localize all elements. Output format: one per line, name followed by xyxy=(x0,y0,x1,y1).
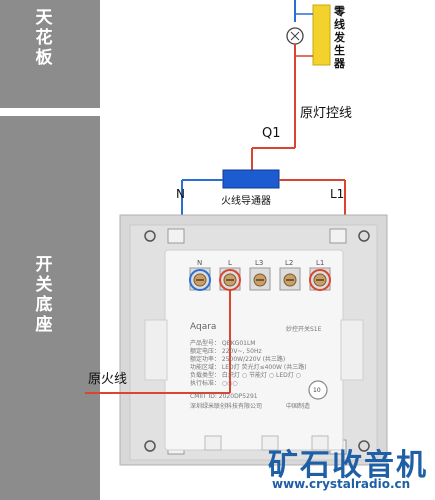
terminal-label-n: N xyxy=(197,259,203,267)
model-title: 妙控开关S1E xyxy=(286,326,322,333)
original-fire-wire-label: 原火线 xyxy=(88,372,128,387)
terminal-label-l1: L1 xyxy=(316,259,325,267)
screw-hole-bottom-left xyxy=(144,440,156,452)
fire-wire-conductor-label: 火线导通器 xyxy=(221,196,271,207)
certification-badge xyxy=(308,380,328,400)
terminal-l2 xyxy=(279,267,301,291)
zero-wire-generator-label: 零线发生器 xyxy=(334,5,345,70)
fire-wire-conductor-box xyxy=(222,169,280,189)
switch-base-section-bar xyxy=(0,116,100,500)
spec-line-1: 产品型号： QBKG01LM xyxy=(190,340,256,347)
spec-line-6: 执行标准： ○○○ xyxy=(190,380,238,387)
screw-hole-top-left xyxy=(144,230,156,242)
certification-badge-text: 10 xyxy=(313,387,321,394)
brand-logo: Aqara xyxy=(190,322,217,332)
spec-line-7: CMIIT ID: 2020DP5291 xyxy=(190,393,258,400)
q1-label: Q1 xyxy=(262,126,281,141)
ceiling-section-bar xyxy=(0,0,100,108)
screw-hole-bottom-right xyxy=(358,440,370,452)
spec-line-3: 额定功率： 2500W/220V (共三路) xyxy=(190,356,286,363)
spec-line-5: 负载类型： 白炽灯 ○ 节能灯 ○ LED灯 ○ xyxy=(190,372,301,379)
screw-hole-top-right xyxy=(358,230,370,242)
terminal-label-l3: L3 xyxy=(255,259,264,267)
watermark-title: 矿石收音机 xyxy=(268,448,428,483)
switch-base-label: 开关底座 xyxy=(35,255,53,335)
terminal-label-l2: L2 xyxy=(285,259,294,267)
watermark-url: www.crystalradio.cn xyxy=(272,477,411,491)
made-in-label: 中国制造 xyxy=(286,403,311,410)
spec-line-2: 额定电压： 220V~, 50Hz xyxy=(190,348,262,355)
zero-wire-generator-box xyxy=(312,4,331,66)
n-label: N xyxy=(176,187,185,201)
spec-line-4: 功能区域： LED灯 荧光灯≤400W (共三路) xyxy=(190,364,307,371)
terminal-l3 xyxy=(249,267,271,291)
l1-label: L1 xyxy=(330,187,345,201)
lamp-control-wire-label: 原灯控线 xyxy=(300,106,353,121)
terminal-label-l: L xyxy=(228,259,232,267)
spec-line-8: 深圳绿米联创科技有限公司 xyxy=(190,403,263,410)
ceiling-label: 天花板 xyxy=(35,8,53,68)
